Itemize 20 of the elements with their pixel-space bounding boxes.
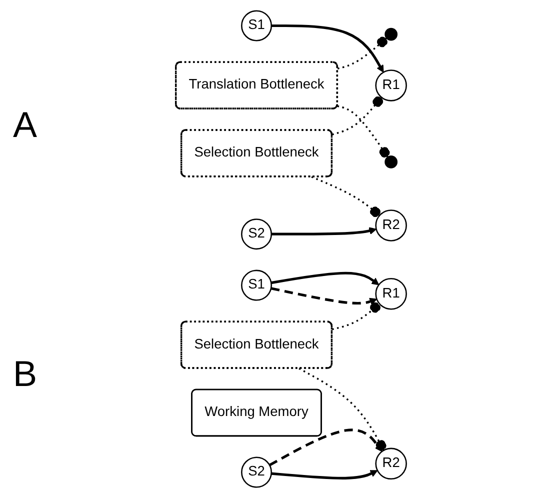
- arrow: [272, 227, 378, 236]
- node-circle: S1: [241, 10, 272, 42]
- node-circle: S2: [241, 218, 272, 250]
- node-circle: R2: [376, 448, 408, 480]
- arrow: [269, 428, 383, 466]
- arrow: [271, 287, 378, 306]
- panel-letter: A: [12, 104, 37, 146]
- arrow: [271, 272, 380, 286]
- panel-letter: B: [12, 352, 37, 394]
- connector: [312, 176, 381, 218]
- node-circle: S2: [241, 456, 272, 488]
- node-circle: S1: [241, 270, 272, 301]
- connector: [338, 105, 390, 158]
- connector: [332, 96, 384, 136]
- arrow: [272, 470, 378, 480]
- node-circle: R1: [376, 70, 408, 102]
- node-circle: R2: [376, 210, 408, 242]
- node-circle: R1: [376, 278, 408, 310]
- connector: [299, 368, 387, 451]
- arrow: [272, 24, 384, 73]
